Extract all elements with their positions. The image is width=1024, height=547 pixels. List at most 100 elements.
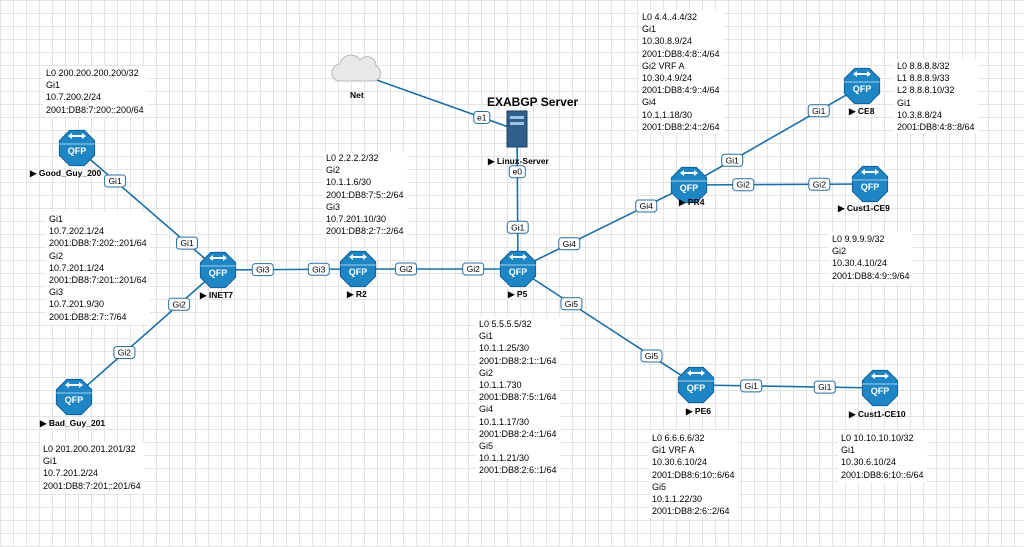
port-label: Gi4 [640, 201, 654, 211]
note-line: 2001:DB8:4:8::4/64 [642, 48, 720, 59]
port-badge-box [732, 178, 755, 192]
port-badge: Gi2 [113, 346, 136, 360]
router-icon-text: QFP [349, 267, 368, 277]
port-badge: Gi4 [558, 237, 581, 251]
router-ce8[interactable]: QFP▶ CE8 [843, 67, 881, 116]
node-label: ▶ Bad_Guy_201 [39, 418, 105, 428]
router-icon-text: QFP [68, 146, 87, 156]
port-badge-box [508, 165, 526, 179]
port-badge-box [506, 220, 529, 234]
link-net-linux [356, 72, 518, 131]
router-arrows-icon [871, 373, 889, 379]
note-line: Gi1 [479, 331, 494, 342]
note-line: 10.7.201.10/30 [326, 214, 387, 225]
server-icon [506, 110, 528, 148]
node-label: ▶ Linux-Server [487, 156, 550, 166]
note-line: 10.7.201.2/24 [43, 468, 99, 479]
note-line: 2001:DB8:2:4::2/64 [642, 121, 720, 132]
note-line: L0 8.8.8.8/32 [897, 61, 950, 71]
port-label: Gi3 [312, 264, 326, 274]
note-line: 2001:DB8:7:200::200/64 [46, 104, 144, 115]
cloud-net[interactable]: Net [331, 54, 382, 100]
port-badge: Gi1 [506, 220, 529, 234]
note-line: L2 8.8.8.10/32 [897, 85, 955, 96]
port-label: Gi1 [812, 106, 826, 116]
port-badge: Gi1 [175, 236, 198, 250]
note-line: Gi3 [49, 287, 64, 298]
router-icon [339, 250, 377, 288]
router-icon-text: QFP [861, 182, 880, 192]
note-line: L0 9.9.9.9/32 [832, 234, 885, 244]
router-r2[interactable]: QFP▶ R2 [339, 250, 377, 299]
port-badge-box [462, 262, 485, 276]
router-icon-text: QFP [871, 386, 890, 396]
port-badge: Gi1 [721, 153, 744, 167]
exabgp-server-title: EXABGP Server [487, 95, 579, 109]
router-arrows-icon [687, 370, 705, 376]
port-label: Gi2 [399, 264, 413, 274]
note-line: 2001:DB8:2:7::7/64 [49, 311, 127, 322]
links-layer [73, 72, 881, 398]
node-label: ▶ PE6 [685, 406, 711, 416]
link-p5-pe6 [517, 268, 697, 386]
note-line: 2001:DB8:7:5::2/64 [326, 189, 404, 200]
note-line: 10.30.4.10/24 [832, 258, 888, 269]
port-badge: Gi2 [808, 177, 831, 191]
port-badge-box [251, 263, 274, 277]
router-good_guy[interactable]: QFP▶ Good_Guy_200 [29, 129, 102, 178]
note-line: 10.1.1.22/30 [652, 494, 703, 505]
port-label: Gi2 [173, 299, 187, 309]
note-line: Gi1 [43, 456, 58, 467]
port-label: Gi5 [645, 351, 659, 361]
port-badge: Gi4 [635, 199, 658, 213]
port-badge: Gi3 [251, 263, 274, 277]
note-line: 2001:DB8:4:8::8/64 [897, 122, 975, 133]
note-line: 2001:DB8:2:7::2/64 [326, 226, 404, 237]
router-cust1_ce10[interactable]: QFP▶ Cust1-CE10 [848, 369, 906, 419]
note-line: 2001:DB8:4:9::4/64 [642, 85, 720, 96]
port-label: Gi1 [745, 381, 759, 391]
router-icon [843, 67, 881, 105]
router-inet7[interactable]: QFP▶ INET7 [199, 251, 237, 300]
note-line: L0 201.200.201.201/32 [43, 444, 136, 454]
server-slot [510, 116, 524, 119]
port-label: Gi2 [813, 179, 827, 189]
note-line: 2001:DB8:7:201::201/64 [43, 480, 141, 491]
router-icon-text: QFP [65, 395, 84, 405]
note-line: 10.30.6.10/24 [841, 457, 897, 468]
router-bad_guy[interactable]: QFP ▶ Bad_Guy_201 [39, 378, 105, 428]
link-inet7-r2 [217, 268, 359, 271]
server-slot [510, 122, 524, 125]
router-pe6[interactable]: QFP▶ PE6 [677, 366, 715, 416]
router-icon [58, 129, 96, 167]
port-label: e0 [513, 167, 523, 177]
note-line: 2001:DB8:2:4::1/64 [479, 428, 557, 439]
port-badge: Gi2 [168, 297, 191, 311]
note-line: L1 8.8.8.9/33 [897, 73, 950, 84]
port-badge-box [175, 236, 198, 250]
note-line: Gi5 [652, 481, 667, 492]
router-cust1_ce9[interactable]: QFP▶ Cust1-CE9 [837, 165, 890, 213]
port-label: Gi1 [108, 176, 122, 186]
link-pr4-ce8 [688, 85, 863, 186]
router-arrows-icon [65, 382, 83, 388]
note-line: Gi1 [46, 80, 61, 91]
port-badge-box [558, 237, 581, 251]
note-line: Gi1 [897, 97, 912, 108]
note-line: 2001:DB8:7:5::1/64 [479, 392, 557, 403]
router-pr4[interactable]: QFP▶ PR4 [670, 166, 708, 207]
link-bad_guy-inet7 [73, 269, 219, 398]
note-line: Gi1 [642, 24, 657, 35]
note-line: L0 4.4..4.4/32 [642, 12, 698, 22]
router-arrows-icon [68, 133, 86, 139]
link-pr4-cust1_ce9 [688, 183, 871, 186]
port-label: Gi1 [726, 155, 740, 165]
note-line: Gi1 [49, 214, 64, 224]
server-linux[interactable]: ▶ Linux-Server [487, 110, 550, 166]
note-line: 10.30.6.10/24 [652, 457, 708, 468]
note-line: 10.7.201.1/24 [49, 262, 105, 273]
router-p5[interactable]: QFP▶ P5 [499, 250, 537, 299]
link-p5-pr4 [517, 184, 690, 270]
